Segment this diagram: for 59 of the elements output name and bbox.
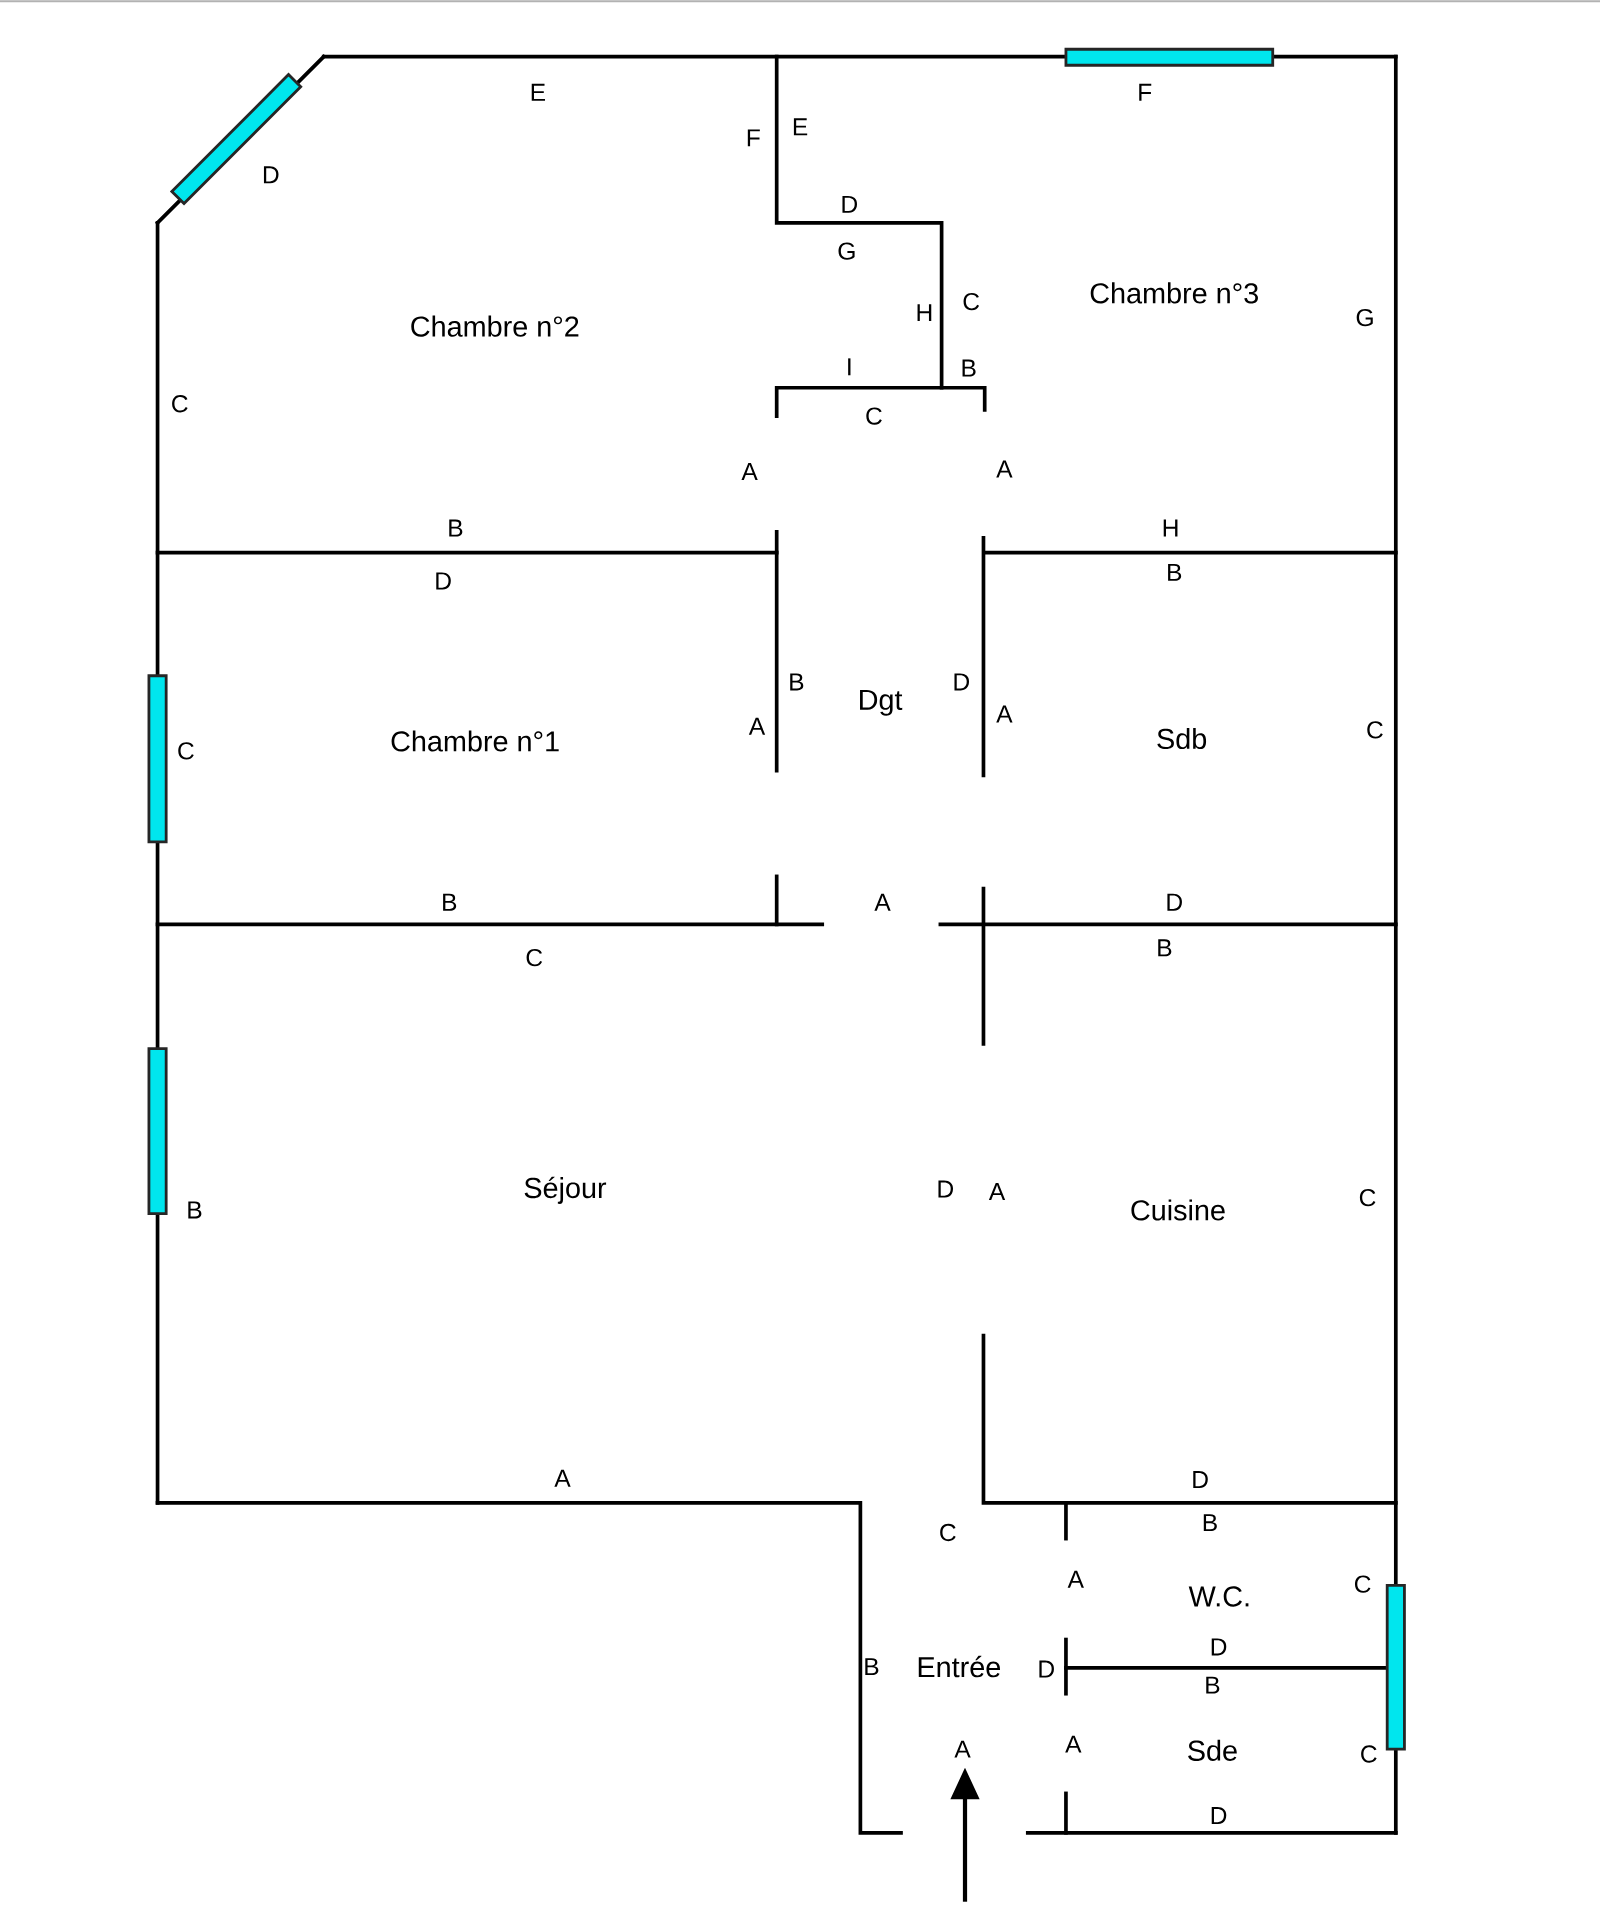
wall-label: D <box>436 572 451 590</box>
wall-label: E <box>793 118 808 136</box>
wall-label: A <box>1067 1570 1084 1588</box>
wall-label: H <box>917 304 932 322</box>
wall-label: B <box>790 673 804 691</box>
wall-label: C <box>1354 1575 1371 1593</box>
room-label: Chambre n°3 <box>1090 282 1258 304</box>
room-label: Entrée <box>918 1655 1000 1678</box>
wall-label: F <box>747 129 760 147</box>
room-label: Séjour <box>524 1176 607 1204</box>
wall-label: B <box>443 893 457 911</box>
room-label: Chambre n°2 <box>411 315 579 337</box>
wall-label: A <box>996 705 1013 723</box>
wall-label: C <box>178 742 194 760</box>
wall-label: D <box>1211 1638 1227 1656</box>
wall-label: A <box>748 717 766 735</box>
wall-label: E <box>531 83 545 101</box>
wall-label: D <box>938 1180 953 1198</box>
wall-label: B <box>1203 1514 1217 1532</box>
wall-label: G <box>838 242 855 260</box>
room-label: Sdb <box>1157 727 1206 750</box>
wall-label: C <box>940 1523 956 1542</box>
wall-label: C <box>1359 1189 1376 1207</box>
room-label: Cuisine <box>1131 1199 1225 1221</box>
wall-label: G <box>1356 308 1373 327</box>
wall-label: H <box>1163 519 1178 537</box>
wall-label: I <box>848 358 851 376</box>
wall-label: B <box>865 1658 879 1676</box>
wall-label: A <box>1065 1735 1082 1753</box>
wall-label: B <box>1158 939 1172 957</box>
wall-label: A <box>988 1183 1006 1200</box>
wall-label: C <box>526 948 543 967</box>
room-label: Dgt <box>860 689 903 716</box>
wall-label: B <box>188 1201 202 1219</box>
wall-label: A <box>996 460 1013 478</box>
wall-label: A <box>874 893 891 911</box>
wall-label: D <box>1167 893 1182 911</box>
wall-label: D <box>954 673 969 691</box>
wall-label: C <box>1361 1745 1377 1763</box>
wall-label: D <box>1039 1660 1054 1678</box>
room-label: Sde <box>1188 1739 1237 1761</box>
wall-label: B <box>1206 1676 1220 1694</box>
wall-label: C <box>1367 721 1383 739</box>
wall-label: B <box>449 519 463 537</box>
room-label: Chambre n°1 <box>391 730 559 752</box>
wall-label: D <box>842 195 857 213</box>
wall-label: D <box>263 166 279 184</box>
wall-label: D <box>1193 1471 1208 1488</box>
wall-label: C <box>172 395 188 413</box>
wall-label: B <box>1168 563 1182 581</box>
wall-label: C <box>963 292 980 311</box>
wall-label: A <box>954 1740 971 1758</box>
wall-label: A <box>554 1469 571 1487</box>
wall-label: A <box>741 463 758 480</box>
wall-label: F <box>1139 83 1152 101</box>
wall-label: D <box>1211 1807 1227 1824</box>
room-label: W.C. <box>1188 1586 1249 1607</box>
wall-label: C <box>866 407 882 425</box>
wall-label: B <box>962 359 976 377</box>
